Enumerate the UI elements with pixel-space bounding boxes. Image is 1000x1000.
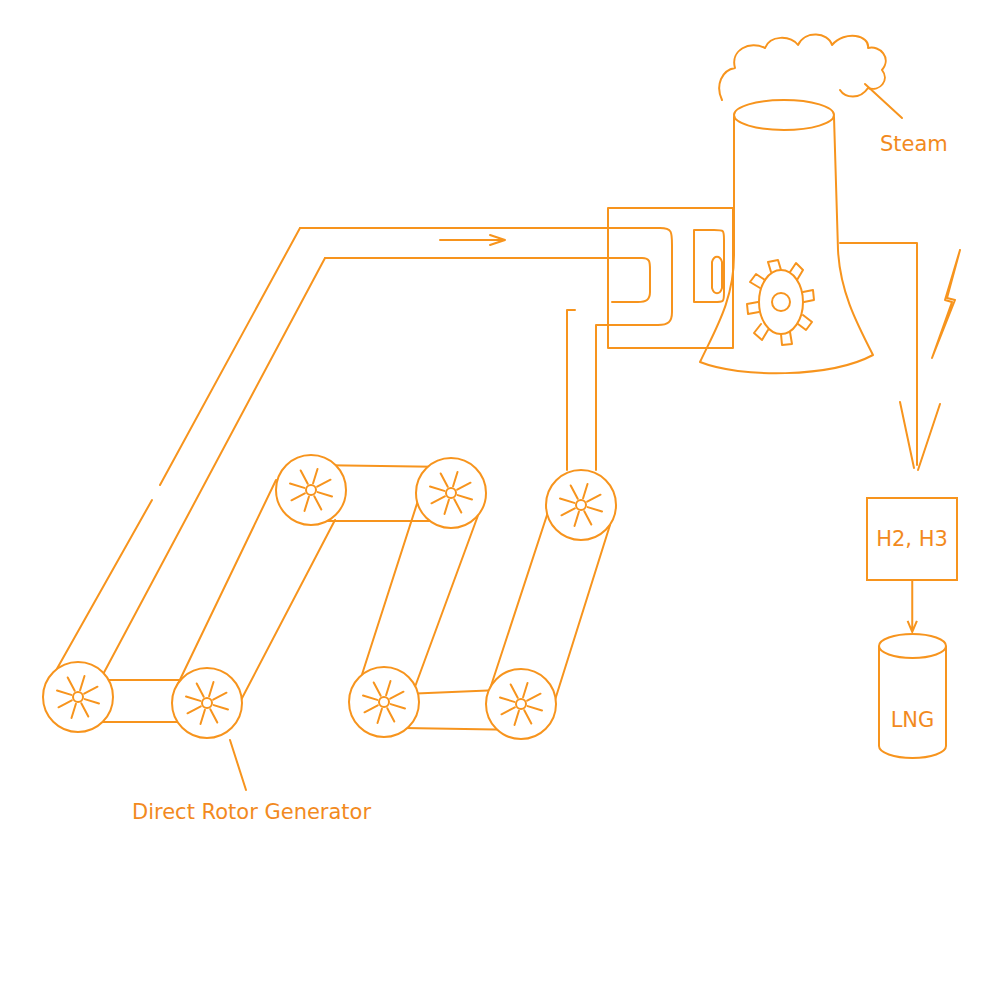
generator-rotor	[546, 470, 616, 540]
generator-rotor	[43, 662, 113, 732]
node-text: H2, H3	[876, 527, 948, 551]
generator-rotor	[276, 455, 346, 525]
tower-top	[734, 100, 834, 130]
part-label: Steam	[880, 132, 948, 156]
rotor-spokes	[430, 472, 472, 514]
flow-arrow	[440, 235, 505, 245]
rotor-hub	[73, 692, 83, 702]
exchanger-coil	[694, 230, 724, 302]
generator-rotor	[486, 669, 556, 739]
lightning-bolt	[932, 250, 960, 358]
pipe	[325, 258, 650, 470]
storage-tank: LNG	[877, 632, 948, 760]
process-box: H2, H3	[866, 497, 958, 581]
rotor-hub	[379, 697, 389, 707]
output-line	[840, 243, 940, 470]
rotor-hub	[446, 488, 456, 498]
rotor-spokes	[290, 469, 332, 511]
rotor-hub	[306, 485, 316, 495]
generator-rotor	[416, 458, 486, 528]
rotor-hub	[202, 698, 212, 708]
tower-body	[700, 117, 873, 373]
direct-rotor-generators	[43, 455, 616, 739]
rotor-hub	[576, 500, 586, 510]
leader-line	[865, 84, 902, 118]
rotor-spokes	[500, 683, 542, 725]
turbine-gear	[747, 260, 814, 345]
cylinder-outline	[877, 632, 948, 760]
rotor-spokes	[363, 681, 405, 723]
leader-line	[230, 740, 246, 790]
rotor-spokes	[186, 682, 228, 724]
generator-rotor	[349, 667, 419, 737]
pipe	[300, 228, 672, 470]
rotor-hub	[516, 699, 526, 709]
node-text: LNG	[891, 708, 935, 732]
generator-rotor	[172, 668, 242, 738]
rotor-spokes	[57, 676, 99, 718]
flow-arrow	[908, 581, 917, 632]
rotor-spokes	[560, 484, 602, 526]
part-label: Direct Rotor Generator	[132, 800, 371, 824]
steam-cloud	[719, 34, 885, 100]
